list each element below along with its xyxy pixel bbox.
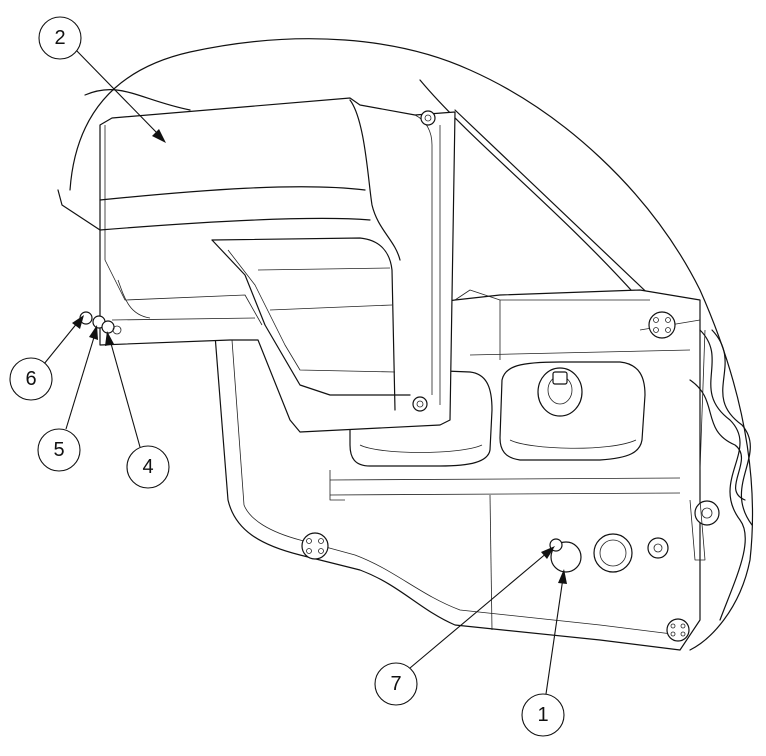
cable-bundle [689, 329, 753, 621]
nut-bottom [412, 396, 428, 412]
washer-part-4 [101, 320, 115, 334]
fasteners [79, 110, 720, 642]
side-fastener [694, 500, 720, 526]
callout-7: 7 [374, 546, 555, 706]
cover-plate-part-2 [99, 97, 456, 433]
grommet-right-lower [666, 618, 690, 642]
nut-top [420, 110, 436, 126]
callout-label-4: 4 [142, 456, 153, 478]
round-port [593, 533, 633, 573]
callout-label-5: 5 [53, 439, 64, 461]
callout-label-7: 7 [390, 673, 401, 695]
callout-1: 1 [521, 569, 567, 737]
grommet-right-upper [648, 311, 676, 339]
callout-label-6: 6 [25, 368, 36, 390]
small-nut [647, 537, 669, 559]
callout-label-2: 2 [54, 27, 65, 49]
grommet-left-lower [301, 532, 329, 560]
callout-2: 2 [38, 16, 166, 143]
callout-label-1: 1 [537, 704, 548, 726]
callout-6: 6 [9, 315, 84, 401]
callout-4: 4 [105, 331, 170, 489]
callout-5: 5 [37, 325, 98, 472]
